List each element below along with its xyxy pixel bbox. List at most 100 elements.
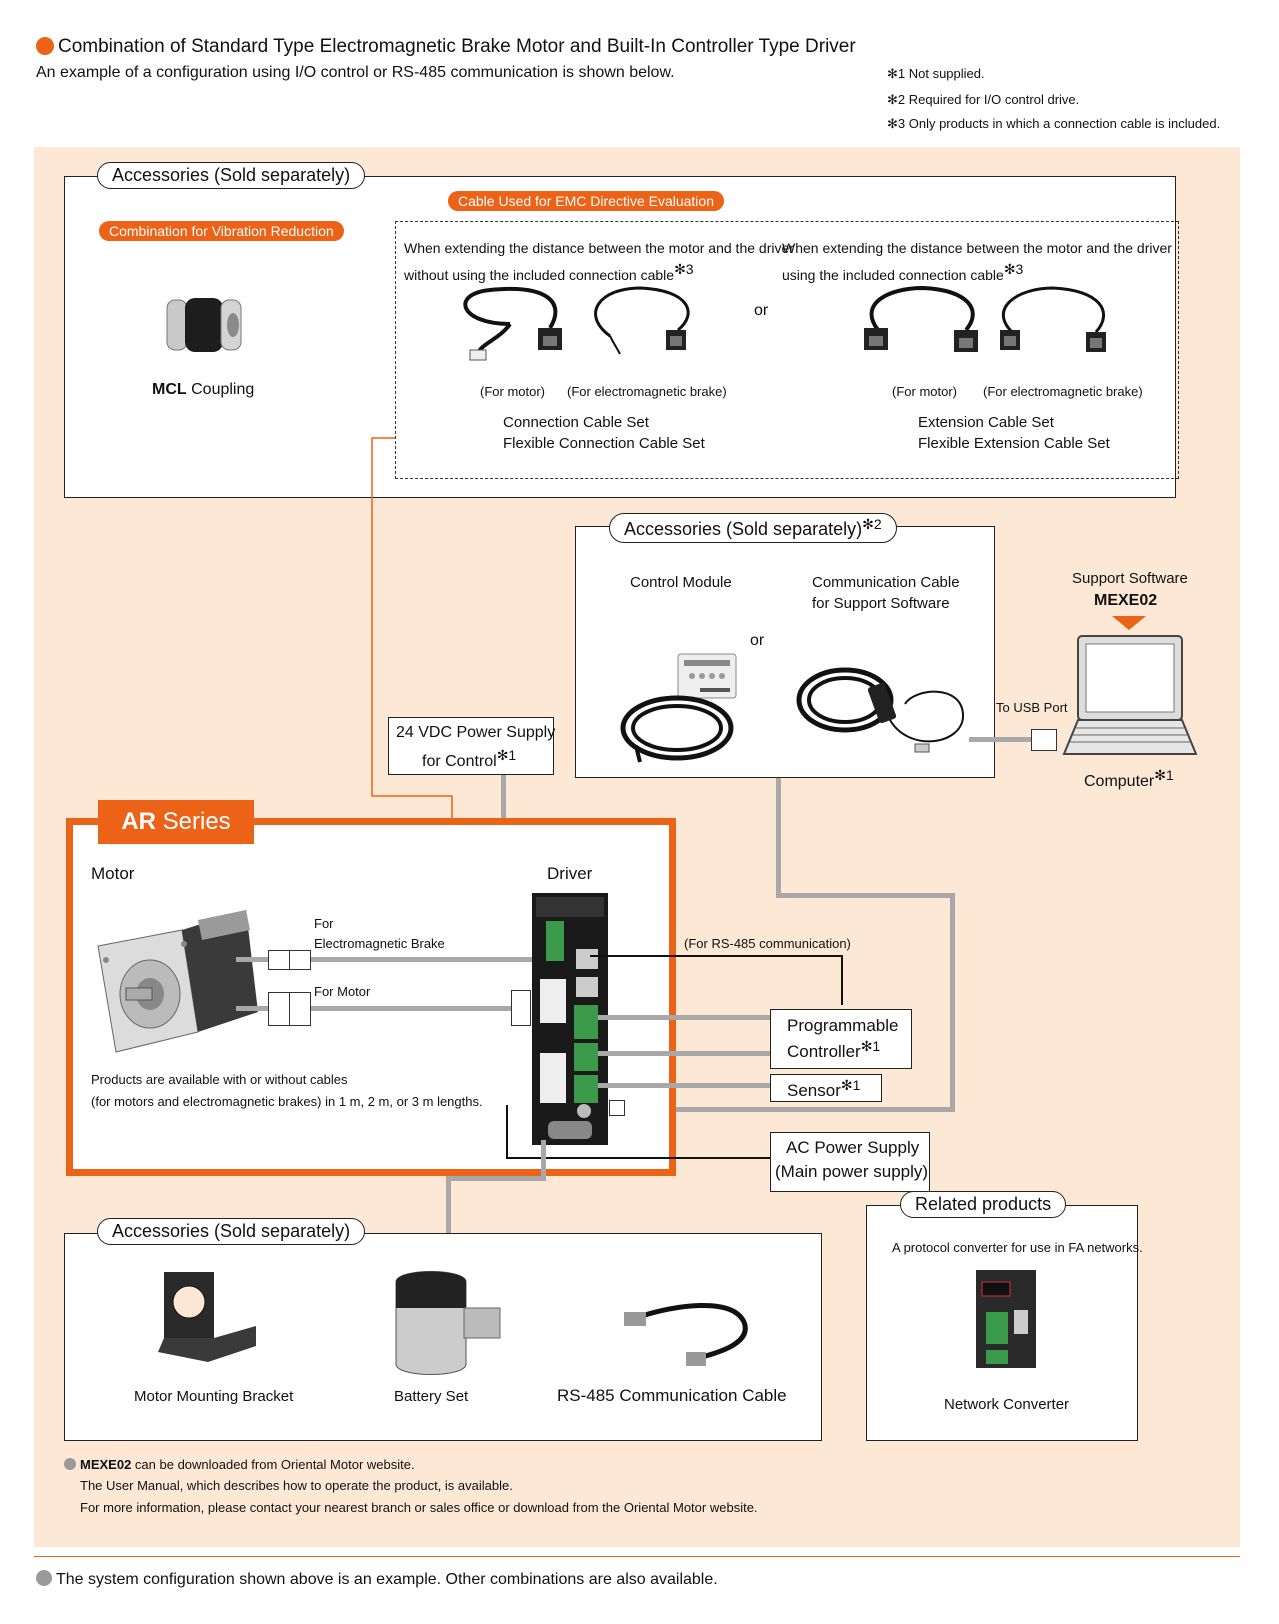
motor-label: Motor — [91, 864, 135, 883]
rs485-line-h — [590, 955, 843, 957]
ac-line-v — [506, 1105, 508, 1159]
vibration-reduction-tag: Combination for Vibration Reduction — [99, 221, 344, 241]
connection-cable-brake-icon — [594, 286, 690, 355]
bottom-accessories-title: Accessories (Sold separately) — [97, 1218, 366, 1245]
top-accessories-title: Accessories (Sold separately) — [97, 162, 366, 189]
flexible-extension-cable-set: Flexible Extension Cable Set — [918, 435, 1110, 452]
ext-for-motor: (For motor) — [892, 384, 957, 399]
comm-cable-line-h2 — [630, 1107, 955, 1112]
footer-divider — [34, 1556, 1240, 1557]
or-label-top: or — [754, 302, 769, 319]
plc-label-2: Controller✻1 — [787, 1038, 881, 1061]
usb-port-connector — [1031, 729, 1057, 751]
grey-bullet-icon — [36, 1570, 52, 1586]
power-supply-label-2: for Control✻1 — [422, 747, 517, 770]
ac-line-h — [506, 1157, 770, 1159]
ext-for-brake: (For electromagnetic brake) — [983, 384, 1143, 399]
footer-line-2: The User Manual, which describes how to … — [80, 1478, 513, 1493]
sensor-box — [770, 1074, 882, 1102]
sensor-label: Sensor✻1 — [787, 1077, 861, 1100]
emc-cable-tag: Cable Used for EMC Directive Evaluation — [448, 191, 724, 211]
with-cable-text-1: When extending the distance between the … — [782, 240, 1172, 256]
connection-cable-set: Connection Cable Set — [503, 414, 649, 431]
usb-port-label: To USB Port — [996, 700, 1068, 715]
without-cable-text-1: When extending the distance between the … — [404, 240, 794, 256]
conn-for-brake: (For electromagnetic brake) — [567, 384, 727, 399]
network-converter-icon — [976, 1270, 1036, 1368]
rs485-line-v — [841, 955, 843, 1005]
comm-cable-line-h1 — [776, 893, 954, 898]
battery-cable-h — [446, 1176, 546, 1181]
comm-cable-line-v2 — [950, 893, 955, 1112]
footer-line-3: For more information, please contact you… — [80, 1500, 758, 1515]
mid-accessories-box — [575, 526, 995, 778]
driver-usb-port — [609, 1100, 625, 1116]
computer-label: Computer✻1 — [1084, 767, 1174, 790]
battery-icon — [395, 1271, 501, 1375]
battery-label: Battery Set — [394, 1388, 469, 1405]
support-software-label: Support Software — [1072, 570, 1188, 587]
comm-cable-label-2: for Support Software — [812, 595, 950, 612]
extension-cable-set: Extension Cable Set — [918, 414, 1054, 431]
without-cable-text-2: without using the included connection ca… — [404, 261, 694, 283]
comm-cable-label-1: Communication Cable — [812, 574, 960, 591]
connection-cable-motor-icon — [463, 286, 562, 361]
rs485-cable-label: RS-485 Communication Cable — [557, 1386, 787, 1405]
coupling-icon — [166, 298, 242, 352]
cable-note-2: (for motors and electromagnetic brakes) … — [91, 1094, 483, 1109]
footer-line-1: MEXE02 can be downloaded from Oriental M… — [64, 1457, 415, 1472]
related-products-desc: A protocol converter for use in FA netwo… — [892, 1240, 1143, 1255]
motor-cable-label: For Motor — [314, 984, 371, 999]
brake-cable-motor-side — [236, 957, 268, 962]
battery-cable-v — [446, 1176, 451, 1268]
power-supply-control-box — [388, 717, 554, 775]
with-cable-text-2: using the included connection cable✻3 — [782, 261, 1024, 283]
rs485-label: (For RS-485 communication) — [684, 936, 851, 951]
brake-cable-label: Electromagnetic Brake — [314, 936, 445, 951]
or-label-mid: or — [750, 632, 765, 649]
sensor-cable — [598, 1083, 770, 1088]
note-2: ✻2 Required for I/O control drive. — [887, 92, 1080, 107]
grey-bullet-icon — [64, 1458, 76, 1470]
ac-power-label-2: (Main power supply) — [775, 1162, 929, 1181]
note-1: ✻1 Not supplied. — [887, 66, 985, 81]
motor-connector-b — [289, 992, 311, 1026]
emc-dashed-area — [395, 221, 1179, 479]
battery-cable-up — [541, 1140, 546, 1180]
bracket-label: Motor Mounting Bracket — [134, 1388, 294, 1405]
usb-cable-line — [969, 737, 1031, 742]
extension-cable-brake-icon — [1000, 286, 1106, 352]
conn-for-motor: (For motor) — [480, 384, 545, 399]
mexe02-label: MEXE02 — [1094, 592, 1158, 609]
ac-power-label-1: AC Power Supply — [786, 1138, 920, 1157]
motor-cable-motor-side — [236, 1006, 268, 1011]
network-converter-label: Network Converter — [944, 1396, 1070, 1413]
related-products-box — [866, 1205, 1138, 1441]
ac-power-box — [770, 1132, 930, 1192]
brake-for-label: For — [314, 916, 334, 931]
plc-box — [770, 1009, 912, 1069]
power-supply-label-1: 24 VDC Power Supply — [396, 724, 556, 741]
motor-cable-driver-side — [311, 1006, 511, 1011]
motor-connector-a — [268, 992, 290, 1026]
page-title: Combination of Standard Type Electromagn… — [36, 36, 856, 58]
cable-note-1: Products are available with or without c… — [91, 1072, 348, 1087]
control-module-icon — [620, 653, 737, 763]
plc-label-1: Programmable — [787, 1016, 899, 1035]
driver-unit-icon — [532, 893, 608, 1145]
comm-cable-line-v1 — [776, 778, 781, 896]
laptop-icon — [1062, 635, 1198, 755]
extension-cable-motor-icon — [864, 285, 978, 352]
ar-series-tab: AR Series — [98, 800, 254, 844]
brake-connector-b — [289, 950, 311, 970]
flexible-connection-cable-set: Flexible Connection Cable Set — [503, 435, 705, 452]
coupling-label: MCL Coupling — [152, 381, 255, 398]
control-module-label: Control Module — [630, 574, 732, 591]
page-subtitle: An example of a configuration using I/O … — [36, 64, 675, 81]
comm-cable-usb-icon — [796, 667, 965, 753]
brake-cable-driver-side — [311, 957, 541, 962]
bottom-note: The system configuration shown above is … — [36, 1570, 718, 1589]
driver-label: Driver — [547, 864, 593, 883]
rs485-cable-icon — [624, 1303, 748, 1366]
down-arrow-icon — [1112, 616, 1146, 630]
